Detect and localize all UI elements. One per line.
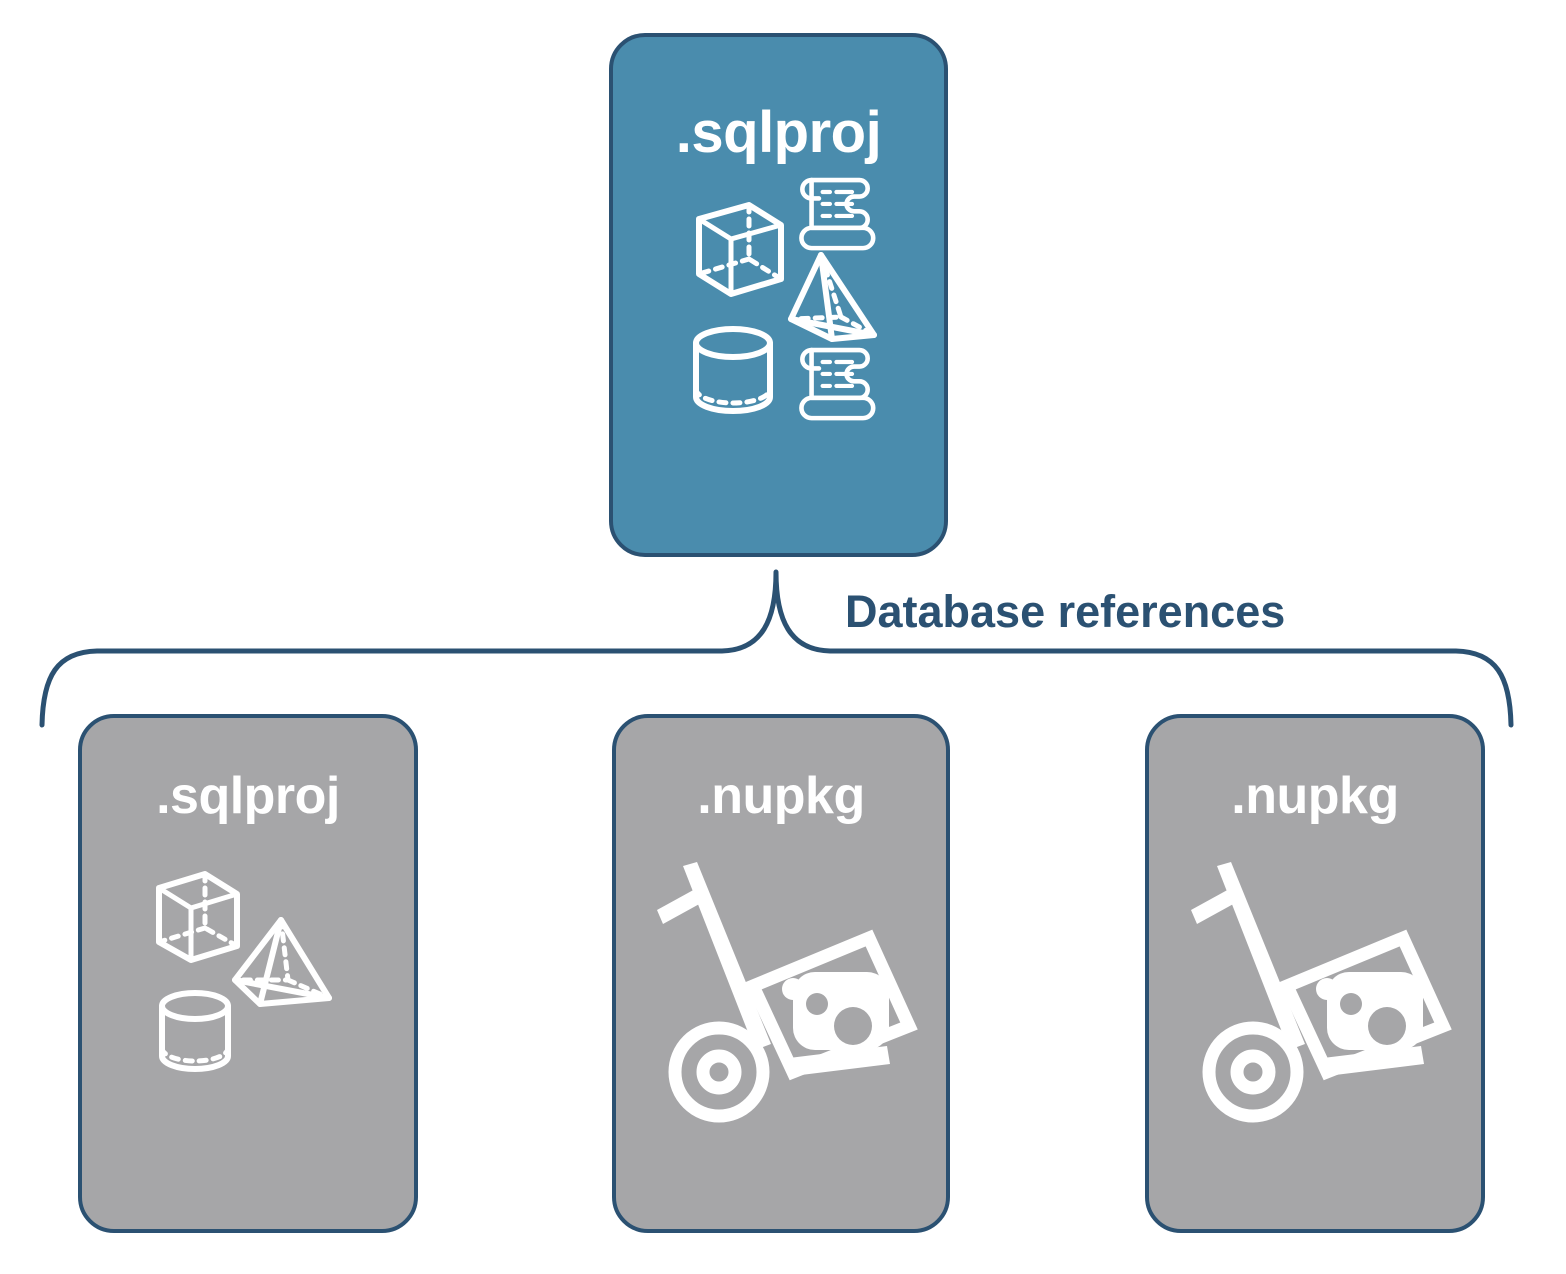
node-child-3-title: .nupkg (1231, 767, 1399, 825)
hand-truck-package-icon (1191, 862, 1452, 1123)
node-child-sqlproj[interactable]: .sqlproj (78, 714, 418, 1233)
scroll-icon (798, 177, 875, 251)
parent-icon-cluster (692, 177, 877, 421)
cylinder-icon (692, 326, 773, 414)
pyramid-icon (232, 917, 332, 1007)
hand-truck-package-icon (657, 862, 918, 1123)
sqlproj-shapes-cluster (156, 871, 332, 1072)
cube-icon (695, 202, 784, 297)
pyramid-icon (787, 252, 877, 342)
cylinder-icon (159, 990, 231, 1072)
node-child-1-icon-group (82, 858, 414, 1088)
node-parent-sqlproj[interactable]: .sqlproj (609, 33, 948, 557)
node-parent-title: .sqlproj (675, 100, 882, 165)
node-child-nupkg-1[interactable]: .nupkg (612, 714, 950, 1233)
brace-label-database-references: Database references (845, 586, 1286, 637)
node-child-2-title: .nupkg (697, 767, 865, 825)
node-parent-icon-group (613, 167, 944, 437)
scroll-icon (798, 347, 875, 421)
node-child-3-icon-group (1149, 858, 1481, 1138)
node-child-nupkg-2[interactable]: .nupkg (1145, 714, 1485, 1233)
node-child-2-icon-group (616, 858, 946, 1138)
cube-icon (156, 871, 240, 963)
brace-path (39, 569, 1514, 728)
node-child-1-title: .sqlproj (156, 767, 340, 825)
